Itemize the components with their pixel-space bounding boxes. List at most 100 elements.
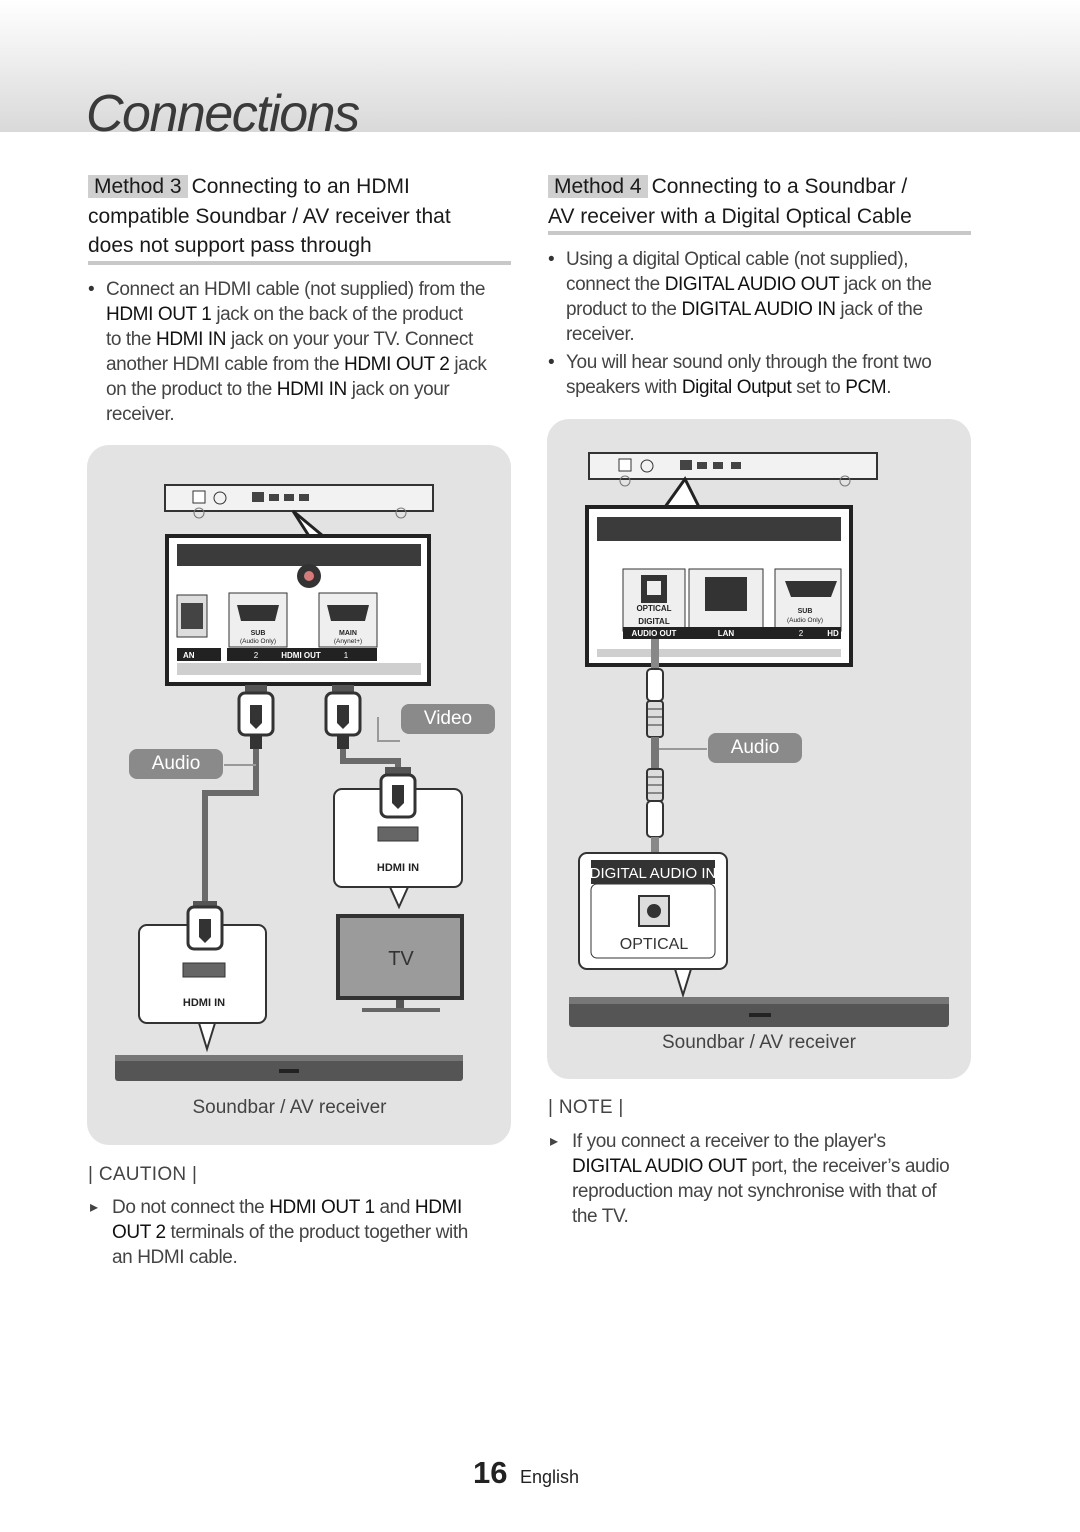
port-sub-label: SUB	[798, 608, 813, 615]
port-hd-partial: HD	[827, 629, 839, 638]
method3-hdmi-diagram: SUB (Audio Only) MAIN (Anynet+) AN HDMI …	[115, 484, 464, 1081]
page-number: 16	[473, 1455, 508, 1490]
method3-bullets: Connect an HDMI cable (not supplied) fro…	[88, 277, 518, 427]
bullet-text: jack	[449, 354, 487, 375]
caution-item: Do not connect the HDMI OUT 1 and HDMI O…	[88, 1195, 518, 1270]
bullet-text: Connect an HDMI cable (not supplied) fro…	[106, 279, 486, 300]
zoom-callout	[585, 476, 853, 667]
port-digital-label: DIGITAL	[638, 617, 670, 626]
bullet-bold: HDMI IN	[276, 379, 347, 400]
bullet-text: product to the	[566, 299, 682, 320]
player-rear-panel	[588, 452, 878, 487]
page-title: Connections	[86, 85, 360, 143]
method4-caption: Soundbar / AV receiver	[662, 1032, 856, 1053]
port-sub-note: (Audio Only)	[240, 638, 276, 645]
caution-title: | CAUTION |	[88, 1164, 198, 1185]
audio-callout: Audio	[129, 749, 223, 779]
method4-heading-line1: Connecting to a Soundbar /	[651, 175, 908, 198]
bullet-text: another HDMI cable from the	[106, 354, 345, 375]
method4-heading-line2: AV receiver with a Digital Optical Cable	[548, 204, 912, 228]
caution-text: Do not connect the	[112, 1197, 270, 1218]
receiver-hdmi-in-label: HDMI IN	[183, 997, 225, 1009]
port-number-1: 1	[344, 651, 349, 660]
bullet-text: jack on the	[839, 274, 932, 295]
method3-tag: Method 3	[88, 175, 188, 198]
caution-text: an HDMI cable.	[112, 1247, 238, 1268]
bullet-bold: PCM	[845, 377, 887, 398]
bullet-text: set to	[791, 377, 846, 398]
digital-audio-in-box	[578, 852, 728, 999]
method3-bullet: Connect an HDMI cable (not supplied) fro…	[88, 277, 518, 427]
method4-tag: Method 4	[548, 175, 648, 198]
note-item: If you connect a receiver to the player'…	[548, 1129, 978, 1229]
caution-bold: HDMI	[414, 1197, 462, 1218]
port-optical-label: OPTICAL	[636, 604, 671, 613]
tv-illustration	[336, 914, 464, 1012]
hdmi-plug-main	[324, 685, 362, 749]
bullet-text: receiver.	[106, 404, 175, 425]
method3-heading-line1: Connecting to an HDMI	[191, 175, 410, 198]
video-callout: Video	[401, 704, 495, 734]
note-bold: DIGITAL AUDIO OUT	[572, 1156, 747, 1177]
port-hdmi-out-label: HDMI OUT	[281, 651, 321, 660]
bullet-text: speakers with	[566, 377, 682, 398]
receiver-hdmi-box	[138, 901, 267, 1053]
note-text: If you connect a receiver to the player'…	[572, 1131, 886, 1152]
hdmi-plug-sub	[237, 685, 275, 749]
bullet-text: on the product to the	[106, 379, 277, 400]
method4-bullet-1: Using a digital Optical cable (not suppl…	[548, 247, 978, 347]
port-main-label: MAIN	[339, 630, 357, 637]
method3-heading-line2: compatible Soundbar / AV receiver that	[88, 204, 451, 228]
digital-audio-in-label: DIGITAL AUDIO IN	[590, 865, 717, 882]
caution-bold: HDMI OUT 1	[269, 1197, 375, 1218]
method3-diagram-panel: SUB (Audio Only) MAIN (Anynet+) AN HDMI …	[87, 445, 511, 1145]
bullet-bold: HDMI OUT 2	[344, 354, 450, 375]
bullet-text: receiver.	[566, 324, 635, 345]
note-title: | NOTE |	[548, 1097, 624, 1118]
caution-bold: OUT 2	[112, 1222, 166, 1243]
note-text: the TV.	[572, 1206, 629, 1227]
bullet-text: connect the	[566, 274, 665, 295]
method3-heading-line3: does not support pass through	[88, 234, 372, 257]
note-text: reproduction may not synchronise with th…	[572, 1181, 937, 1202]
page-language: English	[520, 1467, 580, 1487]
header-band	[0, 0, 1080, 132]
optical-cable	[646, 639, 664, 881]
bullet-text: to the	[106, 329, 157, 350]
bullet-text: .	[886, 377, 892, 398]
method4-optical-diagram: OPTICAL DIGITAL AUDIO OUT LAN SUB (Audio…	[569, 452, 949, 1027]
caution-list: Do not connect the HDMI OUT 1 and HDMI O…	[88, 1195, 518, 1270]
method4-diagram-panel: OPTICAL DIGITAL AUDIO OUT LAN SUB (Audio…	[547, 419, 971, 1079]
method3-caption: Soundbar / AV receiver	[192, 1097, 387, 1118]
bullet-text: jack on your your TV. Connect	[226, 329, 473, 350]
method4-bullet-2: You will hear sound only through the fro…	[548, 350, 978, 400]
bullet-text: jack on the back of the product	[211, 304, 463, 325]
tv-hdmi-in-label: HDMI IN	[377, 862, 419, 874]
soundbar-illustration	[115, 1055, 463, 1081]
note-text: port, the receiver’s audio	[746, 1156, 950, 1177]
tv-hdmi-box	[333, 767, 463, 910]
audio-callout: Audio	[708, 733, 802, 763]
bullet-text: Using a digital Optical cable (not suppl…	[566, 249, 909, 270]
note-list: If you connect a receiver to the player'…	[548, 1129, 978, 1229]
caution-text: terminals of the product together with	[165, 1222, 468, 1243]
zoom-callout	[165, 509, 431, 686]
hdmi-cable-audio	[202, 749, 259, 905]
port-lan-partial: AN	[183, 651, 195, 660]
bullet-text: You will hear sound only through the fro…	[566, 352, 932, 373]
video-callout-line	[377, 717, 400, 742]
port-audio-out-label: AUDIO OUT	[632, 629, 677, 638]
caution-text: and	[374, 1197, 415, 1218]
method4-bullets: Using a digital Optical cable (not suppl…	[548, 247, 978, 400]
port-sub-note: (Audio Only)	[787, 617, 823, 624]
bullet-text: jack of the	[835, 299, 923, 320]
bullet-bold: DIGITAL AUDIO IN	[681, 299, 836, 320]
bullet-bold: Digital Output	[681, 377, 792, 398]
port-number-2: 2	[254, 651, 259, 660]
tv-label: TV	[388, 948, 414, 970]
port-main-note: (Anynet+)	[334, 638, 362, 645]
bullet-bold: HDMI IN	[156, 329, 227, 350]
bullet-bold: HDMI OUT 1	[106, 304, 212, 325]
